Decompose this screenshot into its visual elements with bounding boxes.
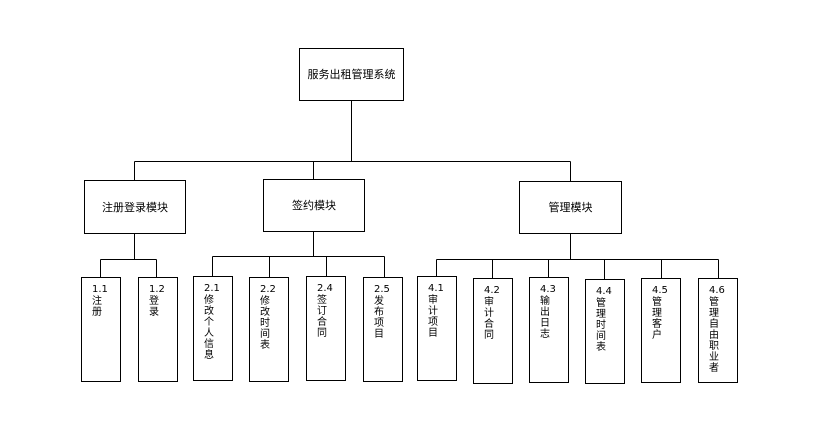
leaf-label: 修改时间表 [260,296,270,351]
leaf-label: 修改个人信息 [204,295,214,361]
root-node: 服务出租管理系统 [299,48,404,101]
leaf-number: 4.4 [596,286,612,297]
leaf-number: 1.2 [149,284,165,295]
leaf-number: 2.2 [260,284,276,295]
leaf-number: 4.1 [428,283,444,294]
module-node-management: 管理模块 [519,181,622,234]
leaf-number: 4.2 [484,285,500,296]
leaf-node: 1.2 登录 [138,277,178,382]
module-node-contract: 签约模块 [263,179,365,232]
leaf-number: 4.3 [540,284,556,295]
leaf-node: 2.2 修改时间表 [249,277,289,382]
leaf-number: 2.1 [204,283,220,294]
module-label: 注册登录模块 [102,200,168,214]
leaf-label: 注册 [92,296,102,318]
leaf-label: 发布项目 [374,296,384,340]
module-label: 管理模块 [548,201,593,214]
leaf-node: 4.6 管理自由职业者 [698,278,738,383]
leaf-node: 4.4 管理时间表 [585,279,625,384]
leaf-label: 审计项目 [428,295,438,339]
leaf-node: 4.5 管理客户 [641,278,681,383]
leaf-label: 管理自由职业者 [709,297,719,374]
leaf-number: 4.5 [652,285,668,296]
root-label: 服务出租管理系统 [307,68,396,81]
module-node-register-login: 注册登录模块 [84,180,186,234]
leaf-label: 签订合同 [317,295,327,339]
leaf-number: 1.1 [92,284,108,295]
leaf-node: 4.3 输出日志 [529,277,569,383]
leaf-number: 2.5 [374,284,390,295]
leaf-label: 管理时间表 [596,298,606,353]
leaf-node: 2.5 发布项目 [363,277,403,382]
leaf-node: 2.1 修改个人信息 [193,276,233,381]
leaf-label: 审计合同 [484,297,494,341]
leaf-number: 2.4 [317,283,333,294]
leaf-node: 4.2 审计合同 [473,278,513,384]
leaf-node: 4.1 审计项目 [417,276,457,381]
leaf-label: 登录 [149,296,159,318]
module-label: 签约模块 [292,199,336,212]
leaf-label: 输出日志 [540,296,550,340]
leaf-node: 2.4 签订合同 [306,276,346,381]
leaf-label: 管理客户 [652,297,662,341]
leaf-node: 1.1 注册 [81,277,121,382]
leaf-number: 4.6 [709,285,725,296]
